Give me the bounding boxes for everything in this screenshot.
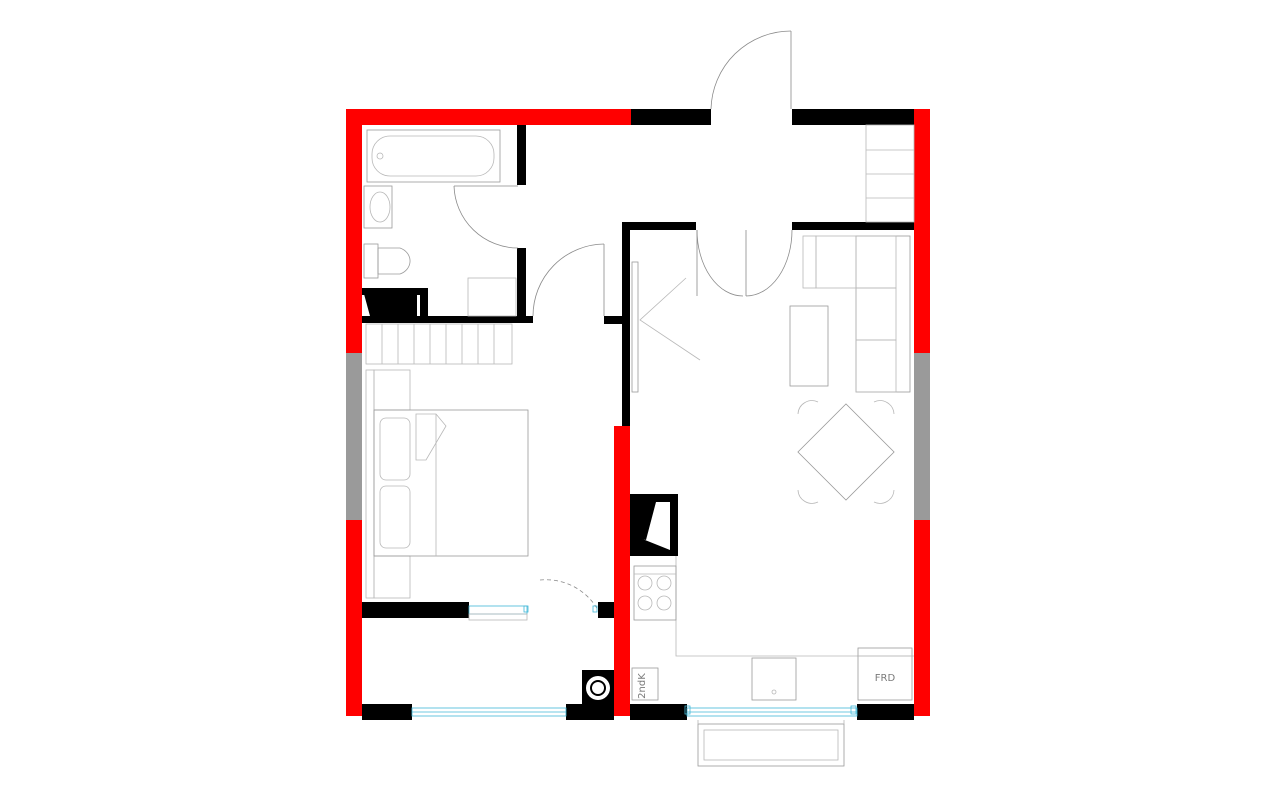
kitchen-counter xyxy=(675,556,914,657)
pillow-top xyxy=(379,417,411,481)
dining-table xyxy=(797,403,895,501)
wall-bath-south xyxy=(362,316,533,323)
kitchen: FRD xyxy=(633,556,914,701)
bedroom-inner-window xyxy=(468,605,598,621)
boiler xyxy=(582,670,614,704)
bathtub xyxy=(366,129,501,183)
window-left xyxy=(346,353,362,520)
tv-unit xyxy=(631,261,639,393)
wall-closet-box xyxy=(420,288,428,320)
chair xyxy=(873,400,895,415)
washer-label: 2ndK xyxy=(637,673,648,699)
interior-walls xyxy=(362,109,914,720)
wall-bottom-left xyxy=(362,704,412,720)
wall-bottom-kitchen-left xyxy=(630,704,687,720)
nightstand-top xyxy=(373,369,411,411)
bottom-windows xyxy=(411,705,858,717)
bathtub-inner xyxy=(371,135,495,177)
exterior-wall-top-left xyxy=(346,109,631,125)
hall-door-left-swing xyxy=(696,229,744,297)
wall-bath-east-lower xyxy=(517,248,526,322)
chair xyxy=(873,489,895,504)
chair xyxy=(797,489,819,504)
entry-closet xyxy=(865,124,915,223)
nightstand-bottom xyxy=(373,555,411,599)
wall-hall-top xyxy=(622,222,696,230)
stove xyxy=(633,565,677,621)
wall-bed-south-right xyxy=(598,602,614,618)
pillow-bottom xyxy=(379,485,411,549)
bath-cabinet xyxy=(467,277,517,317)
bed-headboard xyxy=(365,369,375,599)
wall-top-entry-left xyxy=(631,109,711,125)
balcony xyxy=(697,720,845,767)
window-right xyxy=(914,353,930,520)
fridge-label: FRD xyxy=(875,673,896,684)
fridge xyxy=(857,647,913,701)
exterior-wall-right-lower xyxy=(914,520,930,716)
toilet-bowl xyxy=(377,247,411,275)
exterior-wall-left-upper xyxy=(346,109,362,353)
blanket-fold xyxy=(415,413,447,461)
toilet-tank xyxy=(363,243,379,279)
window-piers xyxy=(346,353,930,520)
wardrobe xyxy=(365,323,513,365)
bathroom-fixtures xyxy=(363,129,517,317)
shaft-bath xyxy=(364,294,417,316)
ventilation-shafts xyxy=(364,294,678,556)
bath-door-swing xyxy=(453,185,519,249)
exterior-wall-right-upper xyxy=(914,109,930,353)
wardrobe-hatching xyxy=(365,323,513,365)
closet-door-swing xyxy=(539,579,599,611)
living-room-furniture xyxy=(631,235,911,504)
wall-bed-south-left xyxy=(362,602,469,618)
exterior-walls xyxy=(346,109,930,716)
wall-top-entry-right xyxy=(792,109,914,125)
sofa xyxy=(855,235,911,393)
exterior-wall-left-lower xyxy=(346,520,362,716)
exterior-wall-partition-center xyxy=(614,426,630,716)
bed xyxy=(373,409,529,557)
kitchen-sink xyxy=(751,657,797,701)
wall-hall-stub xyxy=(604,316,628,324)
tv-view-lines xyxy=(639,277,701,361)
wall-bottom-center xyxy=(566,704,614,720)
bedroom-door-swing xyxy=(532,243,605,317)
coffee-table xyxy=(789,305,829,387)
wall-bath-east-upper xyxy=(517,125,526,185)
wall-bottom-kitchen-right xyxy=(857,704,914,720)
hall-door-right-swing xyxy=(745,229,793,297)
washbasin-bowl xyxy=(369,191,391,223)
wall-hall-left xyxy=(622,222,630,426)
wall-closet-top xyxy=(362,288,428,295)
inner-window-sill xyxy=(468,613,528,621)
washer: 2ndK xyxy=(631,667,659,701)
doors xyxy=(453,30,793,611)
bedroom-furniture xyxy=(365,369,529,599)
wall-living-top xyxy=(792,222,914,230)
bathtub-drain xyxy=(376,152,384,160)
shaft-kitchen-fill xyxy=(636,502,656,540)
entry-door-swing xyxy=(710,30,792,110)
washbasin xyxy=(363,185,393,229)
chair xyxy=(797,400,819,415)
